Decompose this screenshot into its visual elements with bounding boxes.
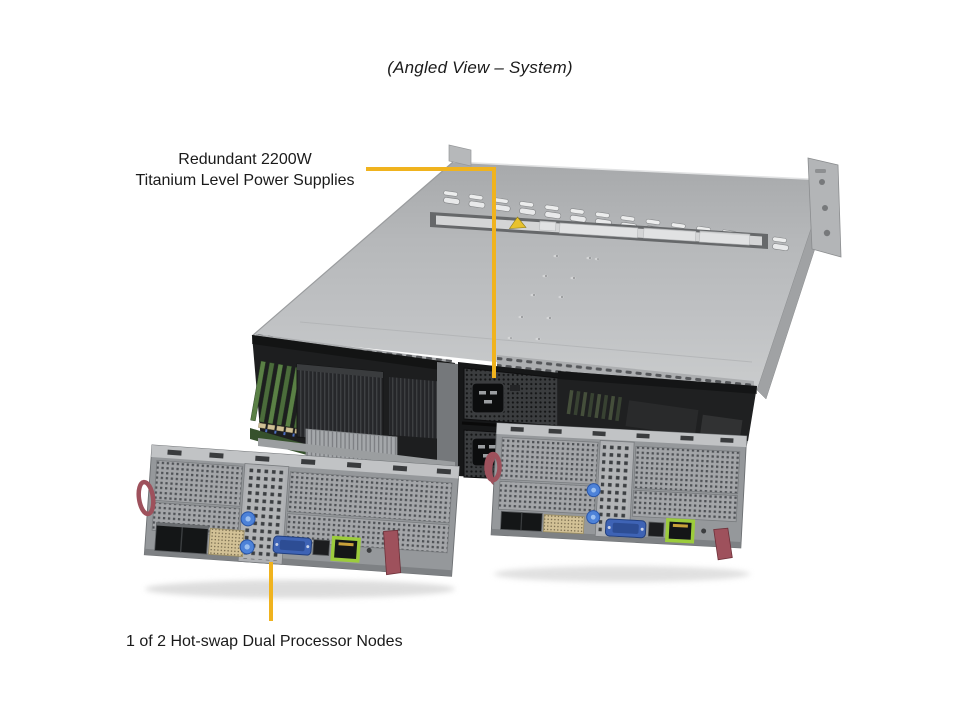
cpu-heatsink-primary (296, 363, 384, 446)
node-callout-label: 1 of 2 Hot-swap Dual Processor Nodes (126, 633, 403, 650)
node-handle (136, 479, 156, 517)
usb-port (312, 539, 331, 557)
usb-port (647, 521, 665, 538)
left-bay-interior (250, 335, 458, 470)
node-top-rail (151, 445, 460, 479)
psu-callout-label: Redundant 2200W Titanium Level Power Sup… (131, 149, 359, 191)
node-handle (484, 451, 502, 483)
io-ports (154, 522, 372, 563)
perforated-panel (631, 489, 738, 523)
perforated-panel (633, 445, 741, 495)
perforated-panel (153, 459, 244, 507)
floor-shadows (145, 566, 750, 598)
node-top-rail (496, 423, 747, 448)
ethernet-port (665, 517, 696, 544)
io-connector (208, 527, 245, 558)
io-ports (500, 510, 707, 544)
perforated-panel (499, 436, 599, 485)
node-latch (713, 527, 733, 561)
chassis-lid (251, 144, 842, 400)
perforated-panel (287, 471, 453, 524)
left-node (143, 444, 460, 577)
io-connector (542, 514, 585, 535)
lid-screw-dimples (507, 254, 600, 341)
psu-callout-line1: Redundant 2200W (178, 151, 312, 168)
psu-inlet-top (471, 382, 505, 414)
rack-ear-right (807, 157, 842, 258)
right-bay-interior (558, 371, 757, 452)
psu-callout-line2: Titanium Level Power Supplies (135, 172, 355, 189)
ethernet-port (330, 535, 362, 563)
chassis-label-strip (430, 212, 768, 249)
warning-triangle-icon (508, 216, 527, 229)
perforated-panel (498, 480, 597, 515)
rack-bracket-left (448, 144, 472, 167)
tray-front-rail (258, 438, 455, 470)
right-node (490, 422, 748, 561)
node-latch (383, 529, 402, 576)
page-title: (Angled View – System) (387, 58, 573, 77)
callout-line-psu (366, 167, 496, 378)
bay-divider-wall (437, 362, 458, 470)
psu-top (463, 367, 559, 427)
